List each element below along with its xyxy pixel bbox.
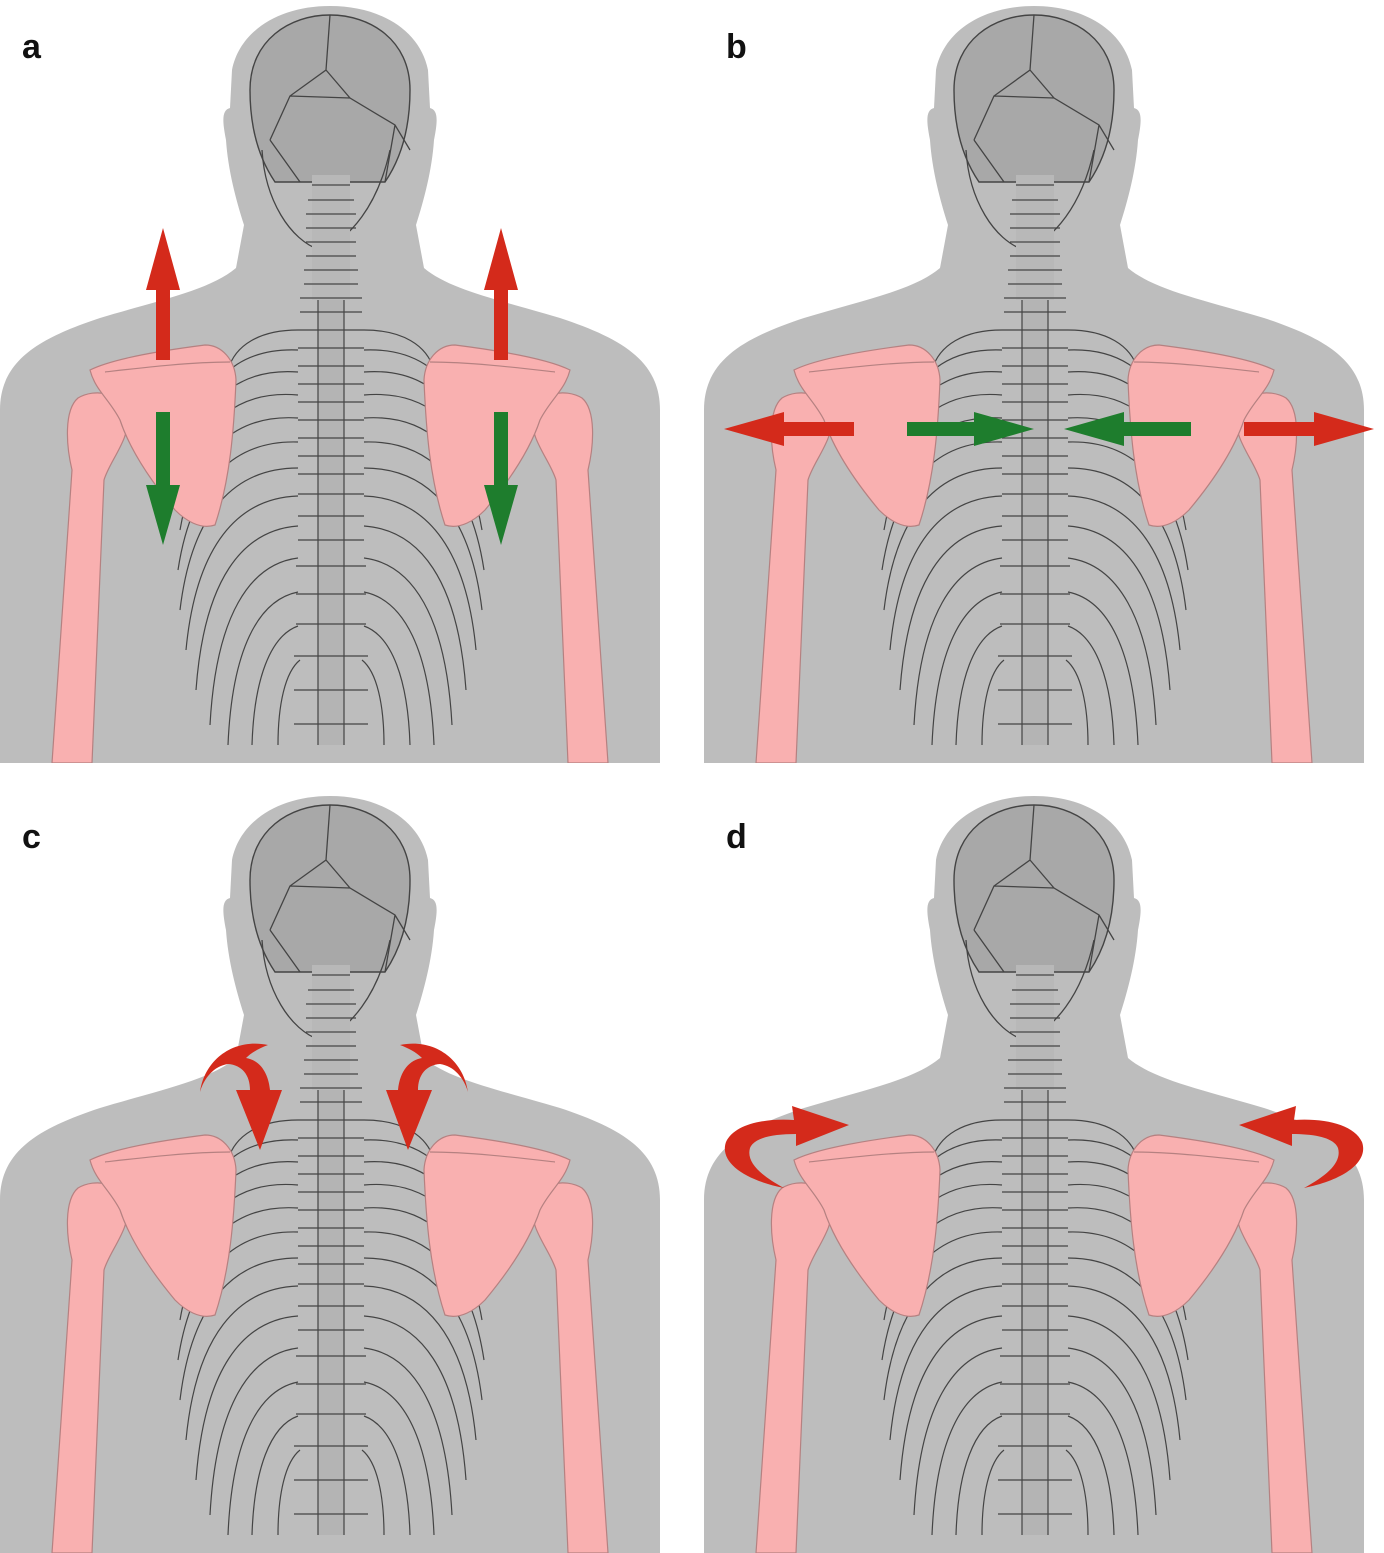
rotation-arrows bbox=[200, 1043, 468, 1150]
panel-label-b: b bbox=[726, 28, 747, 66]
panel-a: a bbox=[0, 0, 680, 763]
depression-arrows bbox=[146, 412, 518, 545]
elevation-arrows bbox=[146, 228, 518, 360]
panel-label-d: d bbox=[726, 818, 747, 856]
forward-rotation-arrows bbox=[724, 1106, 1364, 1188]
panel-b: b bbox=[704, 0, 1384, 763]
panel-c-figure bbox=[0, 795, 661, 1553]
panel-d-figure bbox=[704, 795, 1365, 1553]
panel-b-figure bbox=[704, 5, 1374, 763]
panel-c: c bbox=[0, 790, 680, 1553]
panel-label-c: c bbox=[22, 818, 41, 856]
panel-a-figure bbox=[0, 5, 661, 763]
panel-label-a: a bbox=[22, 28, 41, 66]
retraction-arrows bbox=[907, 412, 1191, 446]
panel-d: d bbox=[704, 790, 1384, 1553]
protraction-arrows bbox=[724, 412, 1374, 446]
